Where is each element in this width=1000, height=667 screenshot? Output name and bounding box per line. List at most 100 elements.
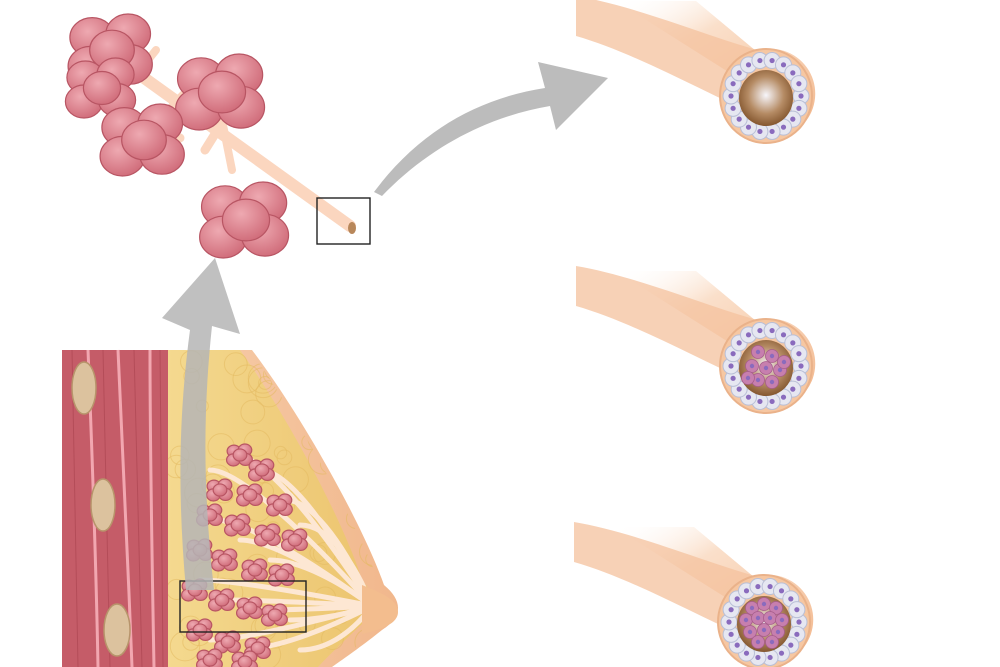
fat-globule [334,400,348,415]
breast-lobule [265,493,293,517]
lobule-acinus [197,70,247,114]
detail-box-lobules [179,580,307,633]
breast-lobule [207,588,235,612]
breast-cross-section [62,349,398,667]
cell-nucleus [761,627,767,633]
cell-nucleus [788,642,794,648]
lobule-acinus [242,601,258,615]
cell-nucleus [747,629,753,635]
fat-globule [258,376,273,390]
cell-nucleus [757,398,763,405]
cell-nucleus [794,631,800,637]
ribs [71,361,131,657]
cell-nucleus [781,359,787,365]
cell-nucleus [767,654,773,661]
zoom-arrow-lobules-to-duct [374,62,608,196]
fat-globule [360,507,374,522]
cell-nucleus [767,583,773,590]
breast-lobule [195,648,223,667]
duct-normal [576,0,816,144]
cell-nucleus [736,70,742,76]
cell-nucleus [761,601,767,607]
lobule-acinus [247,563,263,577]
cell-nucleus [780,124,787,130]
cell-nucleus [788,596,794,602]
cell-nucleus [778,588,785,594]
cell-nucleus [749,605,755,611]
fat-globule [297,388,315,406]
lobule-acinus [242,488,258,502]
lobule [175,53,266,131]
cell-nucleus [780,62,787,68]
cell-nucleus [775,629,781,635]
cell-nucleus [728,607,734,613]
cell-nucleus [736,386,742,392]
cell-nucleus [763,365,769,371]
cell-nucleus [769,57,775,64]
fat-globule [264,362,283,381]
cell-nucleus [779,617,785,623]
lobule-acinus [272,498,288,512]
lobule-acinus [202,653,218,667]
lobule [99,103,185,177]
cell-nucleus [743,617,749,623]
cell-nucleus [734,596,740,602]
cell-nucleus [796,619,802,625]
cell-nucleus [755,377,761,383]
duct-partially-filled [576,266,816,414]
cell-nucleus [794,607,800,613]
lobule-acinus [230,518,246,532]
cell-nucleus [777,367,783,373]
zoom-arrow-breast-to-lobules [162,258,240,590]
cell-nucleus [757,57,763,64]
cell-nucleus [796,105,802,111]
cell-nucleus [769,353,775,359]
rib [90,478,116,532]
lobule-acinus [254,463,270,477]
lobule-cluster [64,13,371,259]
fat-globule [347,430,361,444]
lobule-acinus [217,553,233,567]
breast-lobule [253,523,281,547]
breast-lobule [240,558,268,582]
cell-nucleus [780,394,787,400]
cell-nucleus [790,116,796,122]
cell-nucleus [743,588,750,594]
cell-nucleus [780,332,787,338]
fat-globule [243,429,271,457]
nipple [362,585,398,634]
cell-nucleus [728,631,734,637]
fat-globule [355,445,377,467]
milk-duct [267,557,375,609]
rib [103,603,131,657]
cell-nucleus [778,650,785,656]
lobule-acinus [250,641,266,655]
breast-lobule [247,458,275,482]
breast-lobule [225,443,253,467]
cell-nucleus [769,379,775,385]
lobule-acinus [82,70,122,106]
cell-nucleus [730,351,736,357]
cell-nucleus [734,642,740,648]
cell-nucleus [730,375,736,381]
cell-nucleus [745,394,752,400]
rib [71,361,97,415]
fat-globule [289,371,310,392]
cell-nucleus [755,654,761,661]
lobule-acinus [220,635,236,649]
cell-nucleus [796,81,802,87]
fat-globule [302,398,319,416]
lobule-acinus [232,448,248,462]
breast-lobule [205,478,233,502]
cell-nucleus [769,327,775,334]
fat-globule [309,544,328,563]
cell-nucleus [757,128,763,135]
cell-nucleus [755,615,761,621]
cell-nucleus [728,363,734,369]
breast-lobule [213,630,241,654]
cell-nucleus [745,332,752,338]
cell-nucleus [790,340,796,346]
cell-nucleus [769,639,775,645]
lobule-acinus [274,568,290,582]
breast-lobule [185,618,213,642]
